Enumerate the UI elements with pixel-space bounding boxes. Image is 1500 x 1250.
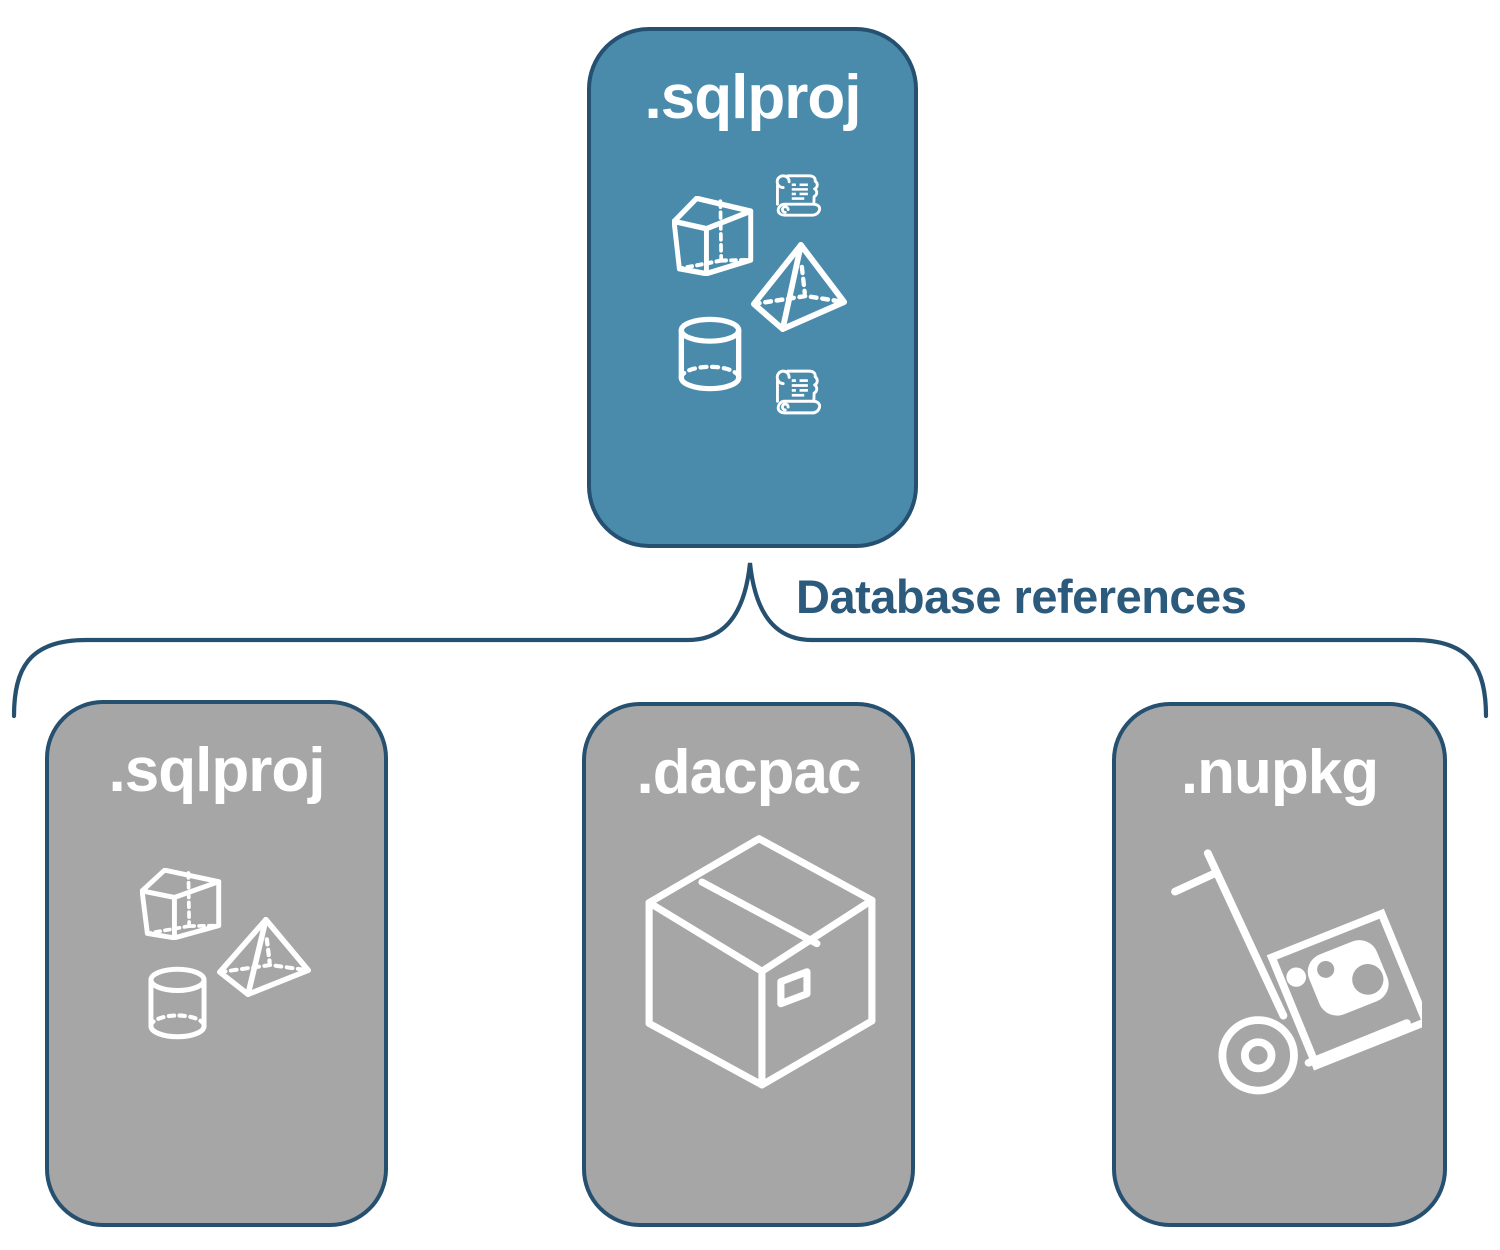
cube-icon	[672, 196, 754, 276]
child-box-title: .dacpac	[636, 738, 862, 807]
hand-truck-nuget-package-icon	[1170, 847, 1422, 1095]
pyramid-icon	[217, 917, 311, 997]
child-box-nupkg: .nupkg	[1112, 702, 1447, 1227]
child-box-title: .nupkg	[1180, 738, 1379, 807]
brace-connector	[11, 562, 1489, 719]
cube-icon	[140, 868, 222, 940]
cylinder-icon	[676, 316, 744, 392]
child-box-sqlproj: .sqlproj	[45, 700, 388, 1227]
sql-script-scroll-icon	[772, 367, 824, 417]
package-box-icon	[642, 834, 879, 1092]
connector-label: Database references	[796, 570, 1247, 623]
sql-script-scroll-icon	[772, 172, 824, 219]
pyramid-icon	[751, 242, 847, 332]
cylinder-icon	[146, 966, 209, 1040]
root-box-title: .sqlproj	[644, 63, 862, 132]
child-box-title: .sqlproj	[108, 736, 326, 805]
child-box-dacpac: .dacpac	[582, 702, 915, 1227]
root-box-sqlproj: .sqlproj	[587, 27, 918, 548]
